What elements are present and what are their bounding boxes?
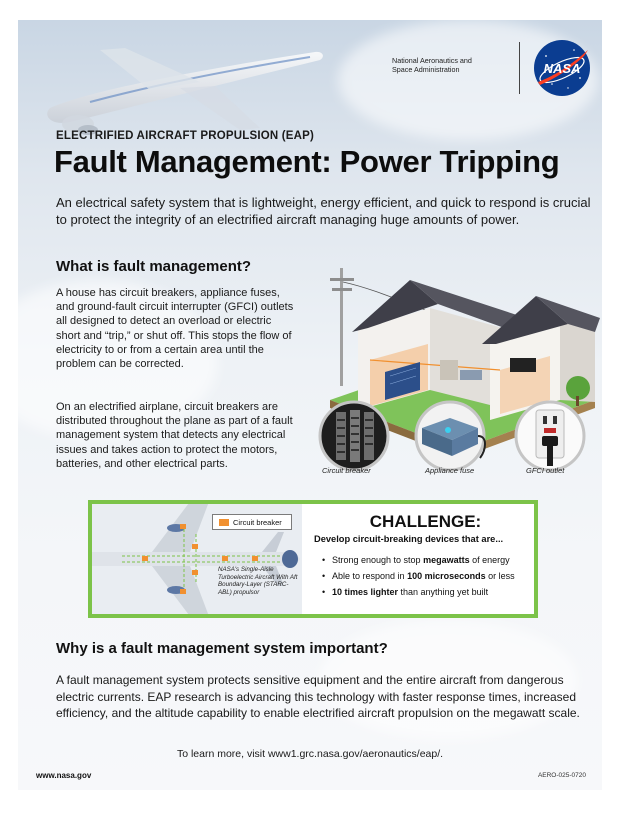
challenge-list: Strong enough to stop megawatts of energ… [322, 552, 515, 600]
program-eyebrow: ELECTRIFIED AIRCRAFT PROPULSION (EAP) [56, 130, 315, 142]
circuit-breaker-detail [318, 400, 390, 472]
agency-line-2: Space Administration [392, 65, 460, 74]
caption-circuit-breaker: Circuit breaker [322, 466, 371, 475]
section-heading-what: What is fault management? [56, 258, 252, 275]
agency-name: National Aeronautics and Space Administr… [392, 56, 512, 74]
cloud [318, 620, 578, 740]
house-illustration [318, 268, 600, 472]
caption-gfci-outlet: GFCI outlet [526, 466, 565, 475]
aircraft-topview-icon [92, 504, 300, 614]
challenge-item: Strong enough to stop megawatts of energ… [322, 552, 515, 568]
agency-line-1: National Aeronautics and [392, 56, 472, 65]
aircraft-diagram: Circuit breaker NASA's Single-Aisle Turb… [92, 504, 302, 614]
gfci-outlet-detail [514, 400, 586, 472]
page-title: Fault Management: Power Tripping [54, 144, 560, 179]
appliance-fuse-detail [414, 400, 486, 472]
challenge-box: Circuit breaker NASA's Single-Aisle Turb… [88, 500, 538, 618]
document-code: AERO-025-0720 [537, 772, 586, 779]
challenge-title: CHALLENGE: [369, 512, 482, 531]
section-heading-why: Why is a fault management system importa… [56, 640, 388, 657]
section1-paragraph-2: On an electrified airplane, circuit brea… [56, 401, 293, 470]
intro-paragraph: An electrical safety system that is ligh… [56, 195, 591, 227]
nasa-meatball-logo-icon: NASA [534, 40, 590, 96]
aircraft-note: NASA's Single-Aisle Turboelectric Aircra… [218, 566, 298, 596]
challenge-item: Able to respond in 100 microseconds or l… [322, 568, 515, 584]
fact-sheet-page: National Aeronautics and Space Administr… [18, 20, 602, 790]
challenge-subtitle: Develop circuit-breaking devices that ar… [314, 534, 504, 544]
section1-paragraph-1: A house has circuit breakers, appliance … [56, 287, 294, 371]
caption-appliance-fuse: Appliance fuse [425, 466, 475, 475]
learn-more-text: To learn more, visit www1.grc.nasa.gov/a… [176, 748, 444, 760]
cloud [18, 280, 218, 440]
section2-paragraph: A fault management system protects sensi… [56, 673, 580, 720]
footer-site: www.nasa.gov [36, 771, 92, 780]
challenge-item: 10 times lighter than anything yet built [322, 584, 515, 600]
legend-label: Circuit breaker [233, 518, 282, 527]
nasa-logo-text: NASA [544, 61, 581, 76]
logo-divider [519, 42, 520, 94]
circuit-breaker-legend: Circuit breaker [212, 514, 292, 530]
legend-swatch [219, 519, 229, 526]
airplane-image [47, 48, 323, 135]
